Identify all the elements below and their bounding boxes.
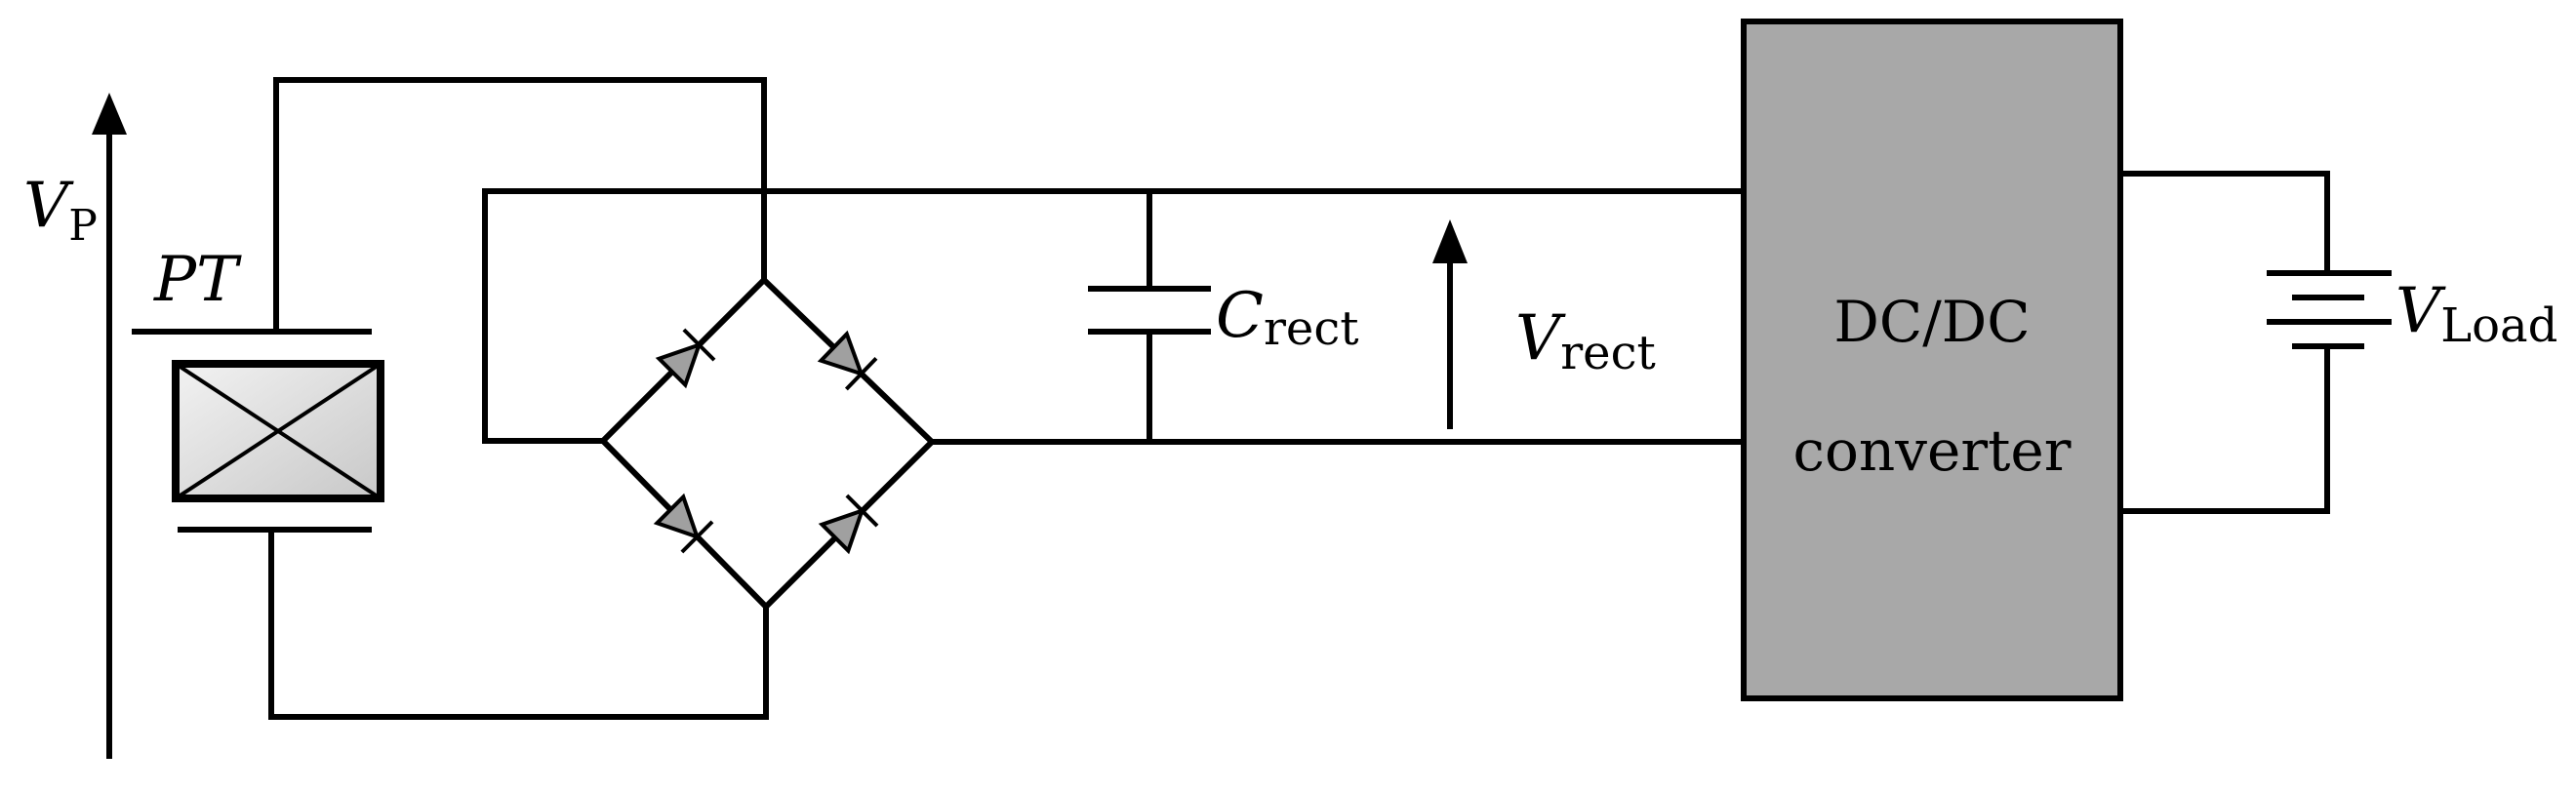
diode-3 [653, 493, 714, 554]
vrect-label-main: V [1515, 302, 1566, 375]
vp-arrow [92, 93, 127, 759]
vrect-label-sub: rect [1560, 326, 1656, 380]
diode-1 [655, 328, 716, 389]
converter-line1: DC/DC [1833, 289, 2030, 355]
diode-2 [817, 330, 878, 391]
wire-rect-negative-loop [482, 188, 1745, 444]
vp-label-main: V [23, 170, 74, 242]
wire-output-top [2120, 171, 2330, 276]
battery-load [2267, 270, 2392, 349]
wire-pt-top [273, 77, 767, 335]
diode-4 [818, 494, 879, 555]
pt-label: PT [153, 244, 242, 316]
dcdc-converter: DC/DC converter [1741, 19, 2123, 701]
diode-bridge [598, 275, 937, 612]
wire-output-bottom [2120, 343, 2330, 514]
crect-label-main: C [1216, 280, 1264, 352]
vrect-label: Vrect [1515, 302, 1656, 380]
crect-label: Crect [1216, 280, 1359, 356]
crect-label-sub: rect [1264, 301, 1359, 356]
capacitor-crect [1088, 188, 1211, 445]
converter-line2: converter [1793, 417, 2072, 484]
vload-label-main: V [2395, 275, 2446, 347]
vp-label-sub: P [68, 201, 98, 251]
piezo-transformer [132, 329, 384, 533]
vload-label-sub: Load [2440, 298, 2557, 353]
vload-label: VLoad [2395, 275, 2557, 353]
vp-label: VP [23, 170, 98, 251]
vrect-arrow [1432, 219, 1468, 429]
wire-pt-bottom [268, 527, 769, 720]
